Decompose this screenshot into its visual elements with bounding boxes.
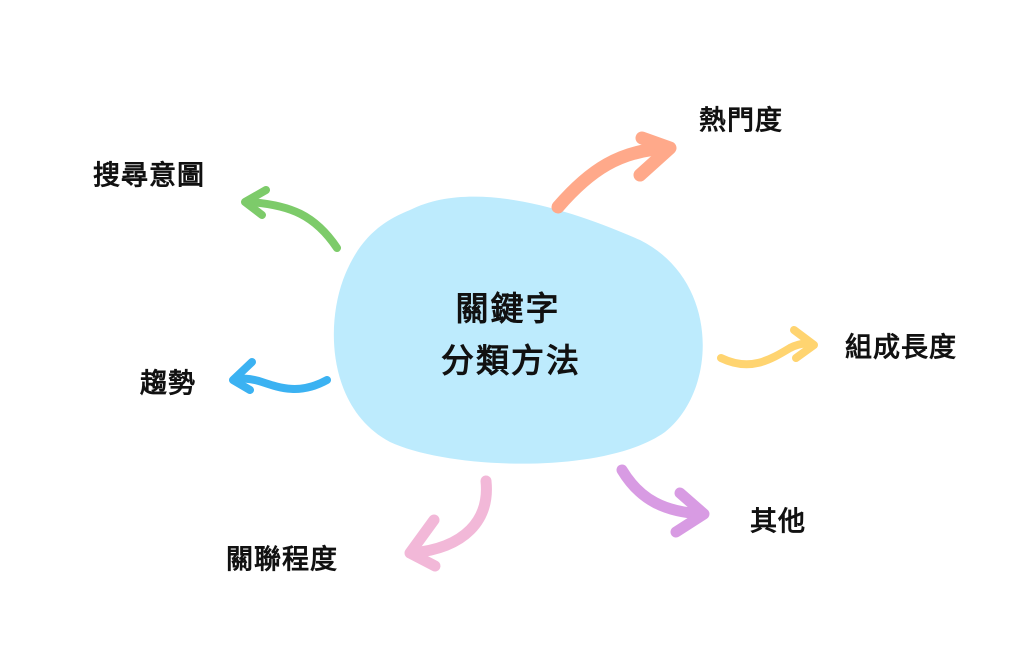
label-trend: 趨勢: [140, 368, 196, 400]
label-relevance: 關聯程度: [226, 544, 338, 576]
center-blob: [333, 196, 703, 464]
arrow-popularity: [551, 131, 677, 214]
center-title-line2: 分類方法: [441, 341, 581, 380]
arrow-length: [717, 326, 818, 369]
arrow-search-intent: [241, 186, 341, 252]
arrow-other: [616, 464, 710, 538]
label-search-intent: 搜尋意圖: [93, 160, 205, 192]
label-length: 組成長度: [845, 332, 957, 364]
arrow-relevance: [404, 475, 492, 572]
arrow-trend: [229, 358, 331, 394]
label-other: 其他: [750, 506, 806, 538]
center-title-line1: 關鍵字: [455, 289, 561, 328]
label-popularity: 熱門度: [699, 105, 783, 137]
